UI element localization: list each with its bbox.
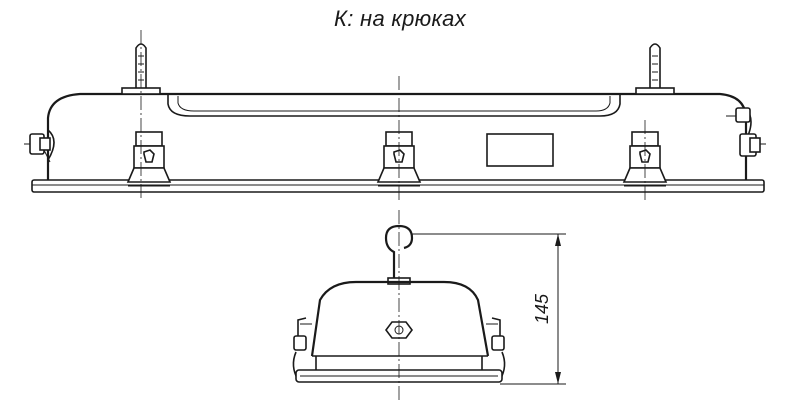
cable-gland-right	[726, 107, 766, 157]
dim-arrow-bottom	[555, 372, 561, 384]
gland-left-nut	[39, 137, 51, 151]
socket-flange	[126, 167, 172, 183]
gland-left-arc	[47, 129, 55, 161]
label-plate	[486, 133, 554, 167]
socket-nut	[143, 149, 155, 163]
gland-right-upper	[735, 107, 751, 123]
housing-top-recess	[167, 94, 621, 117]
gland-right-nut	[749, 137, 761, 153]
hanging-bolt-right	[635, 43, 675, 95]
dome-housing	[310, 280, 490, 357]
bolt-base-right	[635, 87, 675, 95]
socket-cap	[135, 131, 163, 147]
dim-arrow-top	[555, 234, 561, 246]
housing-top-recess-inner	[177, 96, 611, 112]
cable-gland-left	[24, 129, 55, 163]
side-clamp-left	[292, 317, 312, 381]
luminaire-end-view: 145	[292, 210, 566, 400]
lamp-socket-left	[126, 131, 172, 187]
suspension-hook	[384, 224, 414, 278]
drawing-title: К: на крюках	[333, 6, 467, 31]
luminaire-side-view	[24, 30, 766, 200]
side-clamp-right	[486, 317, 506, 381]
dim-height-label: 145	[532, 293, 552, 324]
bolt-shaft-right	[649, 43, 661, 88]
